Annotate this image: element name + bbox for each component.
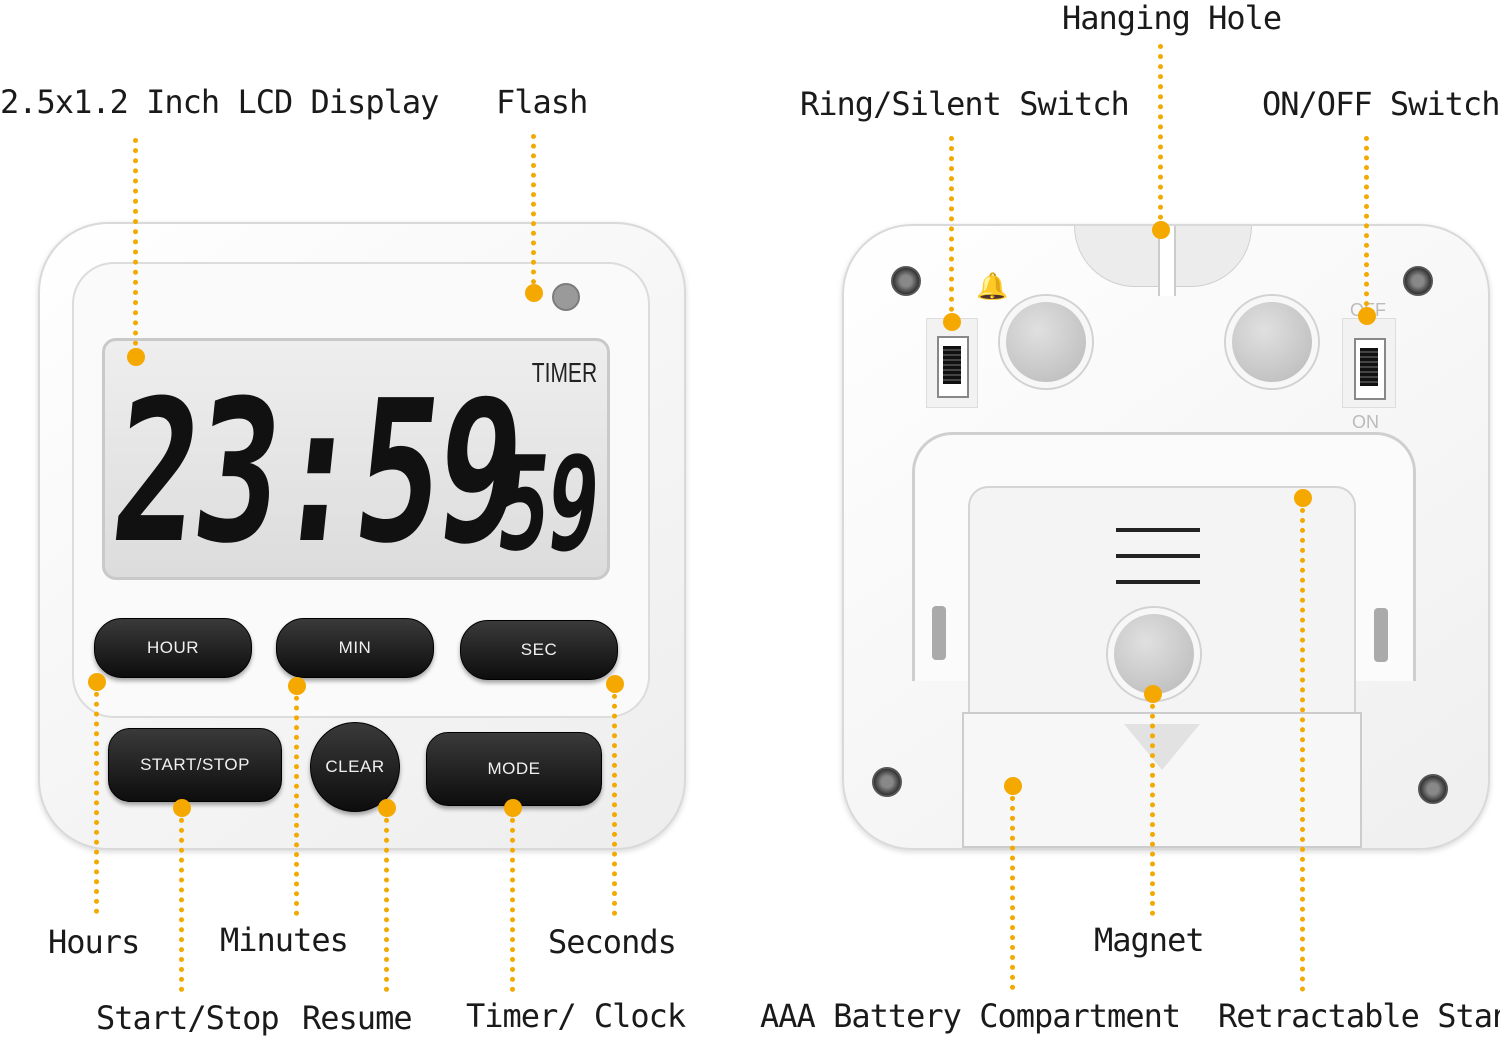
- flash-led-indicator: [552, 283, 580, 311]
- label-hours: Hours: [48, 923, 140, 961]
- lcd-seconds-readout: 59: [490, 428, 605, 580]
- label-magnet: Magnet: [1094, 921, 1205, 959]
- callout-line: [1010, 786, 1015, 990]
- switch-on-label: ON: [1352, 412, 1379, 432]
- callout-dot: [1358, 307, 1376, 325]
- hanging-hole-slot: [1158, 226, 1176, 296]
- callout-dot: [606, 675, 624, 693]
- screw-icon: [872, 767, 902, 797]
- screw-icon: [1403, 266, 1433, 296]
- callout-dot: [943, 313, 961, 331]
- label-minutes: Minutes: [220, 921, 349, 959]
- callout-dot: [288, 677, 306, 695]
- callout-line: [1150, 694, 1155, 916]
- on-off-switch[interactable]: [1354, 338, 1386, 400]
- grip-line: [1116, 528, 1200, 532]
- grip-line: [1116, 580, 1200, 584]
- label-flash: Flash: [496, 83, 588, 121]
- callout-line: [949, 136, 954, 322]
- label-lcd-display: 2.5x1.2 Inch LCD Display: [0, 83, 439, 121]
- label-timer-clock: Timer/ Clock: [466, 997, 686, 1035]
- callout-dot: [1004, 777, 1022, 795]
- ring-bell-icon: 🔔: [976, 272, 1009, 302]
- stand-hinge: [1374, 608, 1388, 662]
- callout-line: [531, 134, 536, 294]
- label-ring-silent: Ring/Silent Switch: [800, 85, 1130, 123]
- screw-icon: [1418, 774, 1448, 804]
- callout-line: [94, 682, 99, 914]
- callout-dot: [88, 673, 106, 691]
- label-resume: Resume: [302, 999, 413, 1037]
- callout-dot: [173, 799, 191, 817]
- callout-line: [384, 808, 389, 992]
- callout-dot: [127, 348, 145, 366]
- lcd-display: TIMER 23:59 59: [102, 338, 610, 587]
- callout-line: [133, 138, 138, 356]
- callout-line: [294, 686, 299, 916]
- label-hanging-hole: Hanging Hole: [1062, 0, 1282, 37]
- mode-button[interactable]: MODE: [426, 732, 602, 806]
- callout-dot: [378, 799, 396, 817]
- screw-icon: [891, 266, 921, 296]
- callout-line: [510, 808, 515, 992]
- callout-dot: [504, 799, 522, 817]
- label-on-off: ON/OFF Switch: [1262, 85, 1500, 123]
- label-battery: AAA Battery Compartment: [760, 997, 1181, 1035]
- callout-dot: [1144, 685, 1162, 703]
- sec-button[interactable]: SEC: [460, 620, 618, 680]
- ring-silent-switch[interactable]: [937, 336, 969, 398]
- callout-line: [1158, 44, 1163, 230]
- min-button[interactable]: MIN: [276, 618, 434, 678]
- lcd-mode-label: TIMER: [531, 357, 597, 388]
- grip-line: [1116, 554, 1200, 558]
- lcd-time-readout: 23:59: [103, 359, 531, 587]
- rubber-foot: [1226, 296, 1318, 388]
- callout-line: [1364, 136, 1369, 316]
- label-stand: Retractable Stand: [1218, 997, 1500, 1035]
- battery-arrow-icon: [1124, 724, 1200, 770]
- callout-dot: [1294, 489, 1312, 507]
- callout-line: [179, 808, 184, 992]
- clear-button[interactable]: CLEAR: [310, 722, 400, 812]
- callout-line: [612, 684, 617, 916]
- hour-button[interactable]: HOUR: [94, 618, 252, 678]
- rubber-foot: [1000, 296, 1092, 388]
- stand-hinge: [932, 606, 946, 660]
- callout-dot: [525, 284, 543, 302]
- label-start-stop: Start/Stop: [96, 999, 280, 1037]
- start-stop-button[interactable]: START/STOP: [108, 728, 282, 802]
- label-seconds: Seconds: [548, 923, 677, 961]
- callout-line: [1300, 498, 1305, 992]
- callout-dot: [1152, 221, 1170, 239]
